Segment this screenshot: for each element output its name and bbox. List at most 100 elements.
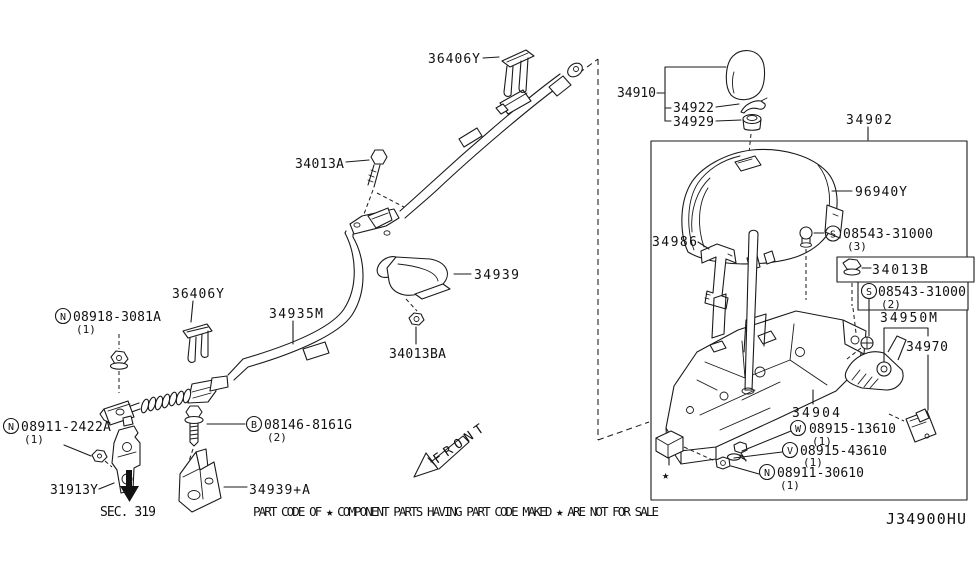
part-label-b-08146-8161g[interactable]: B 08146-8161G (2) xyxy=(245,415,353,445)
part-number[interactable]: 34986 xyxy=(652,235,697,250)
part-number[interactable]: 08911-30610 xyxy=(777,466,864,481)
circled-v-icon xyxy=(781,441,799,459)
part-number[interactable]: 34013A xyxy=(295,157,344,172)
lock-clip-34922-drawing xyxy=(740,97,768,114)
part-label-34970[interactable]: 34970 xyxy=(906,340,948,355)
shift-rod-drawing xyxy=(741,229,759,395)
part-number[interactable]: 08146-8161G xyxy=(264,418,352,433)
cable-adjuster-end-drawing xyxy=(99,375,229,426)
part-number[interactable]: 34929 xyxy=(673,115,714,130)
part-label-34910[interactable]: 34910 xyxy=(617,86,656,101)
part-label-31913y[interactable]: 31913Y xyxy=(50,483,98,498)
part-number[interactable]: 08911-2422A xyxy=(21,420,111,435)
part-number[interactable]: 34013B xyxy=(872,263,928,278)
part-label-34013ba[interactable]: 34013BA xyxy=(389,347,446,362)
part-label-s-08543-31000-3[interactable]: S 08543-31000 (3) xyxy=(824,225,934,253)
part-label-36406y-top[interactable]: 36406Y xyxy=(428,52,480,67)
circled-n-icon xyxy=(2,417,20,435)
quantity: (2) xyxy=(267,431,287,444)
bracket-34939a-drawing xyxy=(178,448,222,513)
part-label-36406y-left[interactable]: 36406Y xyxy=(172,287,224,302)
nut-34013ba-drawing xyxy=(408,312,425,345)
detent-lever-drawing xyxy=(844,335,907,391)
assembly-boundary-box xyxy=(650,140,968,501)
part-number[interactable]: 36406Y xyxy=(428,52,480,67)
part-label-34950m[interactable]: 34950M xyxy=(880,311,937,326)
part-number[interactable]: 34935M xyxy=(269,307,323,322)
circled-w-icon xyxy=(789,419,807,437)
circled-n-icon xyxy=(758,463,776,481)
shift-knob-drawing xyxy=(725,50,766,101)
quantity: (1) xyxy=(780,479,800,492)
quantity: (1) xyxy=(812,435,832,448)
part-number[interactable]: 31913Y xyxy=(50,483,98,498)
prefix-letter: N xyxy=(764,468,770,479)
part-number[interactable]: 08918-3081A xyxy=(73,310,161,325)
section-reference[interactable]: SEC. 319 xyxy=(100,505,156,520)
sec-319-arrow xyxy=(120,470,139,502)
part-label-v-08915-43610[interactable]: V 08915-43610 (1) xyxy=(781,441,888,470)
footer-note: PART CODE OF ★ COMPONENT PARTS HAVING PA… xyxy=(253,504,659,519)
part-number[interactable]: 34904 xyxy=(792,406,840,421)
part-label-n-08911-30610[interactable]: N 08911-30610 (1) xyxy=(758,463,865,493)
part-number[interactable]: 08543-31000 xyxy=(878,285,966,300)
part-label-34922[interactable]: 34922 xyxy=(673,101,714,116)
cable-clip-top-drawing xyxy=(501,49,535,97)
nut-34013b-drawing xyxy=(842,258,872,334)
part-label-s-08543-31000-2[interactable]: S 08543-31000 (2) xyxy=(860,282,967,312)
quantity: (2) xyxy=(881,298,901,311)
part-number[interactable]: 08915-13610 xyxy=(809,422,896,437)
nut-n1-drawing xyxy=(109,334,129,393)
clamp-34939-drawing xyxy=(376,255,451,312)
quantity: (1) xyxy=(76,323,96,336)
part-label-34902[interactable]: 34902 xyxy=(846,113,892,128)
part-label-n-08918-3081a[interactable]: N 08918-3081A (1) xyxy=(54,307,162,337)
part-label-34986[interactable]: 34986 xyxy=(652,235,697,250)
drawing-code: J34900HU xyxy=(886,510,966,528)
section-ref-text[interactable]: SEC. 319 xyxy=(100,505,156,520)
bushing-34929-drawing xyxy=(742,113,762,201)
part-number[interactable]: 34922 xyxy=(673,101,714,116)
bolt-b1-drawing xyxy=(184,405,204,462)
part-number[interactable]: 34950M xyxy=(880,311,937,326)
part-number[interactable]: 08543-31000 xyxy=(843,227,933,242)
part-number[interactable]: 34970 xyxy=(906,340,948,355)
part-number[interactable]: 34939 xyxy=(474,268,519,283)
part-label-34904[interactable]: 34904 xyxy=(792,406,840,421)
part-number[interactable]: 34939+A xyxy=(249,483,310,498)
part-number[interactable]: 34013BA xyxy=(389,347,446,362)
star-marker: ★ xyxy=(662,468,669,482)
base-assembly-drawing xyxy=(665,293,867,465)
prefix-letter: B xyxy=(251,420,257,431)
bracket-34986-drawing xyxy=(700,243,737,310)
section-boundary-dashed-line xyxy=(578,58,650,441)
part-label-34013b[interactable]: 34013B xyxy=(872,263,928,278)
part-label-34935m[interactable]: 34935M xyxy=(269,307,323,322)
leader-lines xyxy=(63,56,929,490)
part-label-34939a[interactable]: 34939+A xyxy=(249,483,310,498)
part-label-34929[interactable]: 34929 xyxy=(673,115,714,130)
quantity: (1) xyxy=(803,456,823,469)
part-label-34013a[interactable]: 34013A xyxy=(295,157,344,172)
part-number[interactable]: 36406Y xyxy=(172,287,224,302)
part-number[interactable]: 34910 xyxy=(617,86,656,101)
prefix-letter: N xyxy=(8,422,14,433)
quantity: (1) xyxy=(24,433,44,446)
part-label-n-08911-2422a[interactable]: N 08911-2422A (1) xyxy=(2,417,112,447)
prefix-letter: V xyxy=(787,446,793,457)
front-label: FRONT xyxy=(431,422,487,468)
park-switch-drawing xyxy=(888,408,937,443)
circled-s-icon xyxy=(860,282,878,300)
part-number[interactable]: 96940Y xyxy=(855,185,907,200)
part-number[interactable]: 08915-43610 xyxy=(800,444,887,459)
part-label-w-08915-13610[interactable]: W 08915-13610 (1) xyxy=(789,419,897,449)
part-number[interactable]: 34902 xyxy=(846,113,892,128)
star-cube-part-drawing: ★ xyxy=(655,430,716,482)
circled-b-icon xyxy=(245,415,263,433)
prefix-letter: S xyxy=(866,287,872,298)
part-label-34939[interactable]: 34939 xyxy=(474,268,519,283)
part-label-96940y[interactable]: 96940Y xyxy=(855,185,907,200)
callout-box-s2 xyxy=(857,281,969,311)
